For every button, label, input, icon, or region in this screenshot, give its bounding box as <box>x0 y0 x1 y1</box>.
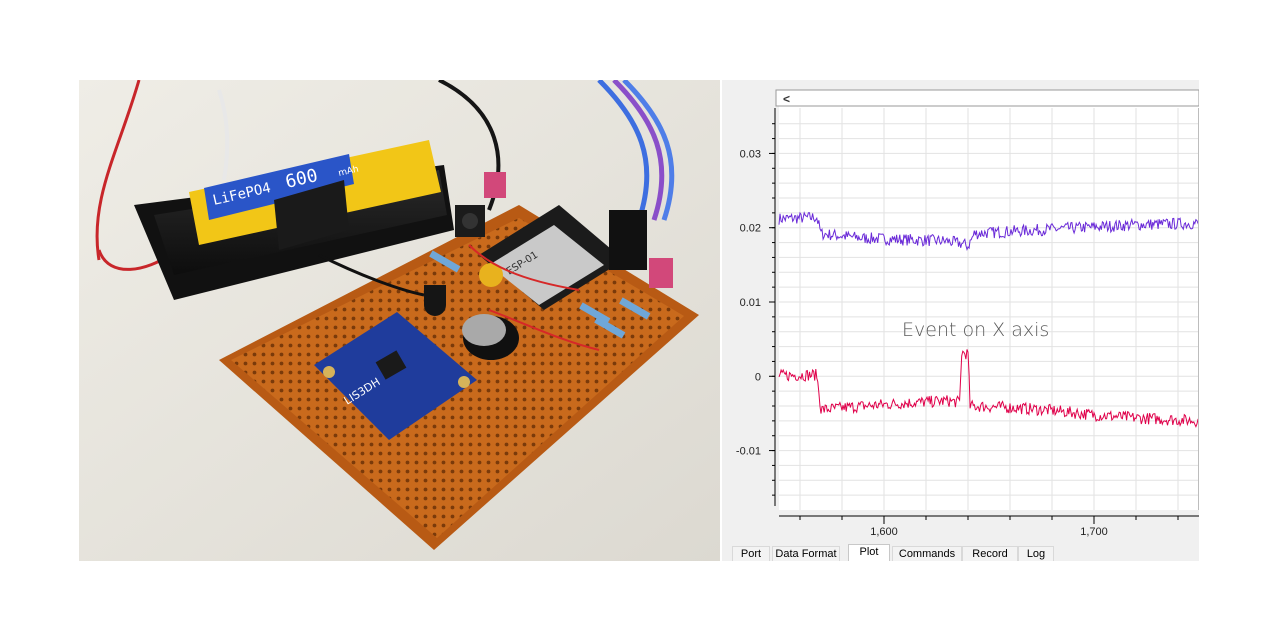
purple-wire <box>612 80 665 221</box>
plot-area[interactable]: <0.03 0.02 0.01 0 -0.01 1,600 1,700 Event on X … <box>722 80 1199 544</box>
x-tick-label: 1,700 <box>1080 526 1108 538</box>
x-tick-label: 1,600 <box>870 526 898 538</box>
tab-record[interactable]: Record <box>962 546 1018 561</box>
y-tick-label: 0 <box>755 371 761 383</box>
plot-window: <0.03 0.02 0.01 0 -0.01 1,600 1,700 Event on X … <box>722 80 1199 561</box>
y-tick-label: 0.03 <box>740 148 761 160</box>
series-line-purple <box>778 211 1199 251</box>
pin-header <box>609 210 647 270</box>
y-tick-label: 0.01 <box>740 297 761 309</box>
tab-port[interactable]: Port <box>732 546 770 561</box>
tab-log[interactable]: Log <box>1018 546 1054 561</box>
jumper-right <box>649 258 673 288</box>
event-annotation: Event on X axis <box>902 319 1049 341</box>
y-tick-label: 0.02 <box>740 223 761 235</box>
tab-data-format[interactable]: Data Format <box>772 546 840 561</box>
collapse-bar[interactable] <box>775 89 1199 107</box>
accelerometer-board <box>314 312 477 440</box>
y-tick-label: -0.01 <box>736 446 761 458</box>
tab-commands[interactable]: Commands <box>892 546 962 561</box>
collapse-arrow-icon[interactable]: < <box>783 92 790 106</box>
hardware-photo: LiFePO4 600 mAh ESP-01 LIS3DH <box>79 80 720 561</box>
jumper-top <box>484 172 506 198</box>
transistor <box>424 285 446 316</box>
resistor <box>429 250 461 273</box>
capacitor-yellow <box>479 263 503 287</box>
series-line-red <box>778 349 1199 428</box>
blue-wire <box>597 80 650 221</box>
battery-unit: mAh <box>337 165 359 179</box>
red-wire <box>95 80 141 261</box>
tab-plot[interactable]: Plot <box>848 544 890 561</box>
